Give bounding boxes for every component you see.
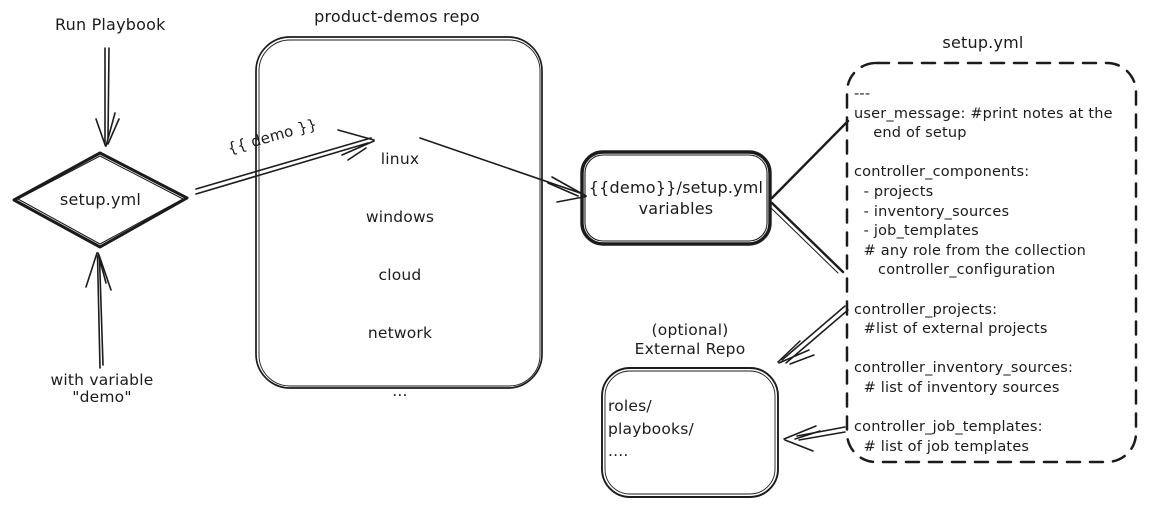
setup-to-external-arrow-bottom	[783, 425, 846, 452]
with-variable-arrow	[85, 252, 112, 369]
variables-to-setup-line-top	[770, 119, 850, 200]
run-playbook-label: Run Playbook	[55, 15, 166, 34]
repo-item-windows: windows	[365, 208, 435, 227]
variables-box-label: {{demo}}/setup.yml variables	[588, 178, 764, 218]
setup-to-external-arrow-top	[777, 305, 849, 365]
run-playbook-arrow	[95, 47, 120, 147]
product-demos-repo-box	[255, 36, 543, 389]
setup-yml-box	[845, 61, 1138, 464]
repo-item-cloud: cloud	[378, 266, 422, 285]
repo-item-network: network	[367, 324, 433, 342]
setup-diamond	[12, 151, 189, 249]
setup-yml-content: --- user_message: #print notes at the en…	[854, 86, 1113, 455]
repo-title: product-demos repo	[314, 7, 480, 26]
setup-diamond-label: setup.yml	[59, 190, 142, 209]
setup-yml-title: setup.yml	[942, 33, 1024, 52]
external-repo-box	[601, 367, 779, 498]
repo-item-ellipsis: ...	[392, 381, 408, 400]
external-repo-title: (optional) External Repo	[634, 321, 746, 358]
variables-to-setup-line-bottom	[769, 201, 845, 274]
variables-box	[580, 150, 772, 246]
demo-arrow	[195, 129, 375, 195]
repo-item-list: linux windows cloud network ...	[330, 121, 470, 430]
external-repo-content: roles/ playbooks/ ....	[608, 397, 694, 460]
repo-item-linux: linux	[380, 150, 420, 169]
with-variable-label: with variable "demo"	[50, 371, 154, 406]
